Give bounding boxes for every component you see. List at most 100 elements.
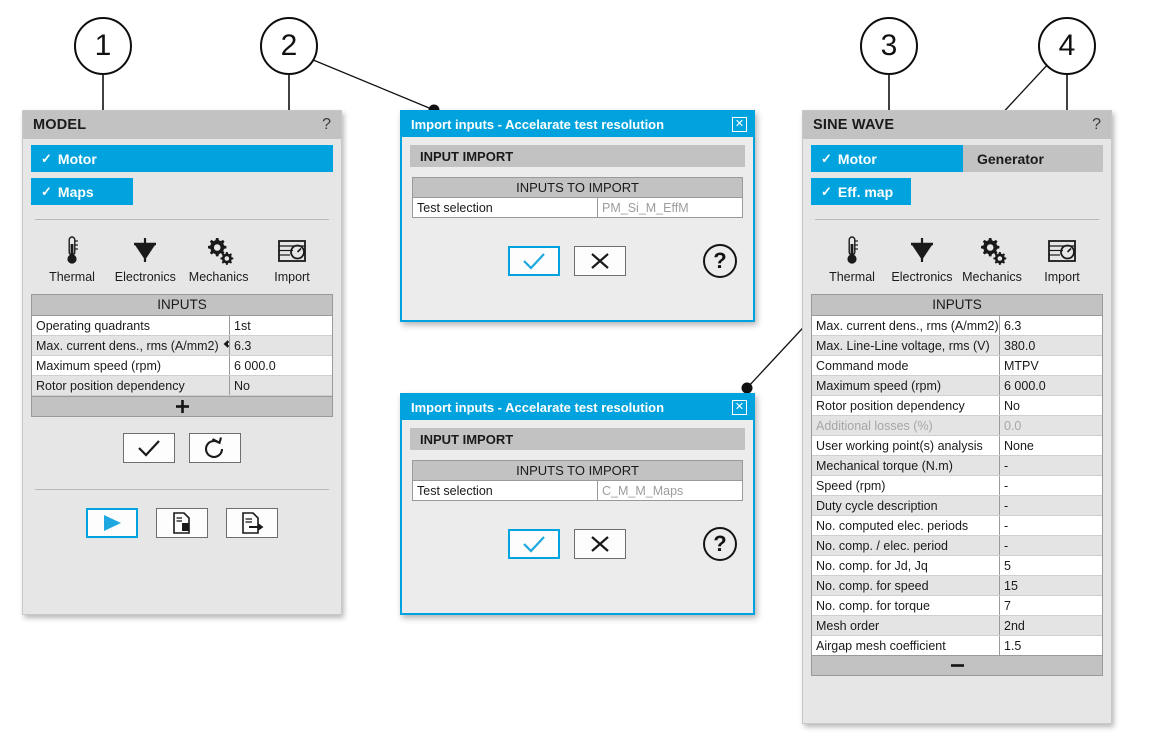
row-value[interactable]: No <box>229 376 332 395</box>
export-button[interactable] <box>226 508 278 538</box>
sidebar-item-motor[interactable]: ✓ Motor <box>811 145 963 172</box>
row-value[interactable]: 7 <box>999 596 1102 615</box>
add-row-button[interactable] <box>32 396 332 416</box>
table-row[interactable]: Mechanical torque (N.m)- <box>812 456 1102 476</box>
table-row[interactable]: Airgap mesh coefficient 1.5 <box>812 636 1102 655</box>
table-row[interactable]: Test selection C_M_M_Maps <box>413 481 742 500</box>
link-icon[interactable] <box>223 340 229 351</box>
sidebar-item-motor[interactable]: ✓ Motor <box>31 145 333 172</box>
help-icon[interactable]: ? <box>1092 116 1101 133</box>
row-label: Airgap mesh coefficient <box>816 638 946 653</box>
sidebar-item-eff-map[interactable]: ✓ Eff. map <box>811 178 911 205</box>
dialog-2-section-header: INPUT IMPORT <box>410 428 745 450</box>
dialog-2-ok-button[interactable] <box>508 529 560 559</box>
table-row[interactable]: Maximum speed (rpm)6 000.0 <box>812 376 1102 396</box>
dialog-1-help-button[interactable]: ? <box>703 244 737 278</box>
validate-button[interactable] <box>123 433 175 463</box>
help-icon[interactable]: ? <box>322 116 331 133</box>
dialog-2-help-button[interactable]: ? <box>703 527 737 561</box>
toolbar-item-thermal[interactable]: Thermal <box>817 234 887 284</box>
gears-icon <box>204 234 234 266</box>
close-icon <box>591 536 609 552</box>
reset-icon <box>204 437 224 458</box>
close-icon <box>591 253 609 269</box>
callout-4-number: 4 <box>1058 29 1076 62</box>
close-icon[interactable]: ✕ <box>732 400 747 415</box>
row-value[interactable]: 2nd <box>999 616 1102 635</box>
check-icon: ✓ <box>41 150 52 166</box>
dialog-1-ok-button[interactable] <box>508 246 560 276</box>
collapse-row-button[interactable] <box>812 655 1102 675</box>
dialog-2-cancel-button[interactable] <box>574 529 626 559</box>
row-value[interactable]: MTPV <box>999 356 1102 375</box>
table-row[interactable]: Max. current dens., rms (A/mm2)6.3 <box>812 316 1102 336</box>
row-value[interactable]: - <box>999 496 1102 515</box>
row-value[interactable]: - <box>999 516 1102 535</box>
row-label: Duty cycle description <box>816 498 938 513</box>
row-value[interactable]: 380.0 <box>999 336 1102 355</box>
row-value[interactable]: 6.3 <box>229 336 332 355</box>
row-value[interactable]: No <box>999 396 1102 415</box>
row-value[interactable]: None <box>999 436 1102 455</box>
row-label: Mesh order <box>816 618 880 633</box>
divider <box>815 219 1099 220</box>
toolbar-item-thermal[interactable]: Thermal <box>37 234 107 284</box>
table-row[interactable]: Operating quadrants 1st <box>32 316 332 336</box>
sidebar-item-maps[interactable]: ✓ Maps <box>31 178 133 205</box>
toolbar-item-import[interactable]: Import <box>1027 234 1097 284</box>
sidebar-item-generator[interactable]: Generator <box>963 145 1103 172</box>
row-value[interactable]: C_M_M_Maps <box>597 481 742 500</box>
table-row[interactable]: Rotor position dependency No <box>32 376 332 396</box>
sidebar-item-generator-label: Generator <box>977 150 1044 167</box>
toolbar-item-import[interactable]: Import <box>257 234 327 284</box>
toolbar-item-mechanics[interactable]: Mechanics <box>957 234 1027 284</box>
toolbar-item-mechanics[interactable]: Mechanics <box>184 234 254 284</box>
dialog-1-cancel-button[interactable] <box>574 246 626 276</box>
row-value[interactable]: - <box>999 456 1102 475</box>
row-value[interactable]: 6 000.0 <box>229 356 332 375</box>
row-value[interactable]: - <box>999 476 1102 495</box>
row-value[interactable]: 6 000.0 <box>999 376 1102 395</box>
table-row[interactable]: Maximum speed (rpm) 6 000.0 <box>32 356 332 376</box>
sine-selector-row-2: ✓ Eff. map <box>811 178 1103 205</box>
table-row[interactable]: Mesh order 2nd <box>812 616 1102 636</box>
row-value[interactable]: 1.5 <box>999 636 1102 655</box>
play-icon <box>104 515 121 531</box>
table-row[interactable]: Speed (rpm)- <box>812 476 1102 496</box>
row-value[interactable]: 5 <box>999 556 1102 575</box>
report-button[interactable] <box>156 508 208 538</box>
table-row[interactable]: Max. Line-Line voltage, rms (V)380.0 <box>812 336 1102 356</box>
import-gauge-icon <box>277 234 307 266</box>
sine-wave-panel: SINE WAVE ? ✓ Motor Generator ✓ Eff. map <box>802 110 1112 724</box>
row-value[interactable]: 15 <box>999 576 1102 595</box>
table-row[interactable]: No. computed elec. periods- <box>812 516 1102 536</box>
row-value[interactable]: 1st <box>229 316 332 335</box>
table-row[interactable]: No. comp. / elec. period- <box>812 536 1102 556</box>
check-icon: ✓ <box>821 150 832 166</box>
dialog-2-title: Import inputs - Accelarate test resoluti… <box>411 400 665 415</box>
toolbar-item-import-label: Import <box>274 270 310 284</box>
model-validate-row <box>23 433 341 463</box>
table-row[interactable]: Test selection PM_Si_M_EffM <box>413 198 742 217</box>
reset-button[interactable] <box>189 433 241 463</box>
dialog-1-buttons: ? <box>402 244 753 278</box>
callout-3: 3 <box>860 17 918 75</box>
import-inputs-dialog-2: Import inputs - Accelarate test resoluti… <box>400 393 755 615</box>
solve-button[interactable] <box>86 508 138 538</box>
table-row[interactable]: Duty cycle description - <box>812 496 1102 516</box>
toolbar-item-electronics-label: Electronics <box>891 270 953 284</box>
table-row[interactable]: Max. current dens., rms (A/mm2) 6.3 <box>32 336 332 356</box>
row-value[interactable]: 6.3 <box>999 316 1102 335</box>
row-value[interactable]: PM_Si_M_EffM <box>597 198 742 217</box>
toolbar-item-electronics[interactable]: Electronics <box>110 234 180 284</box>
row-value[interactable]: - <box>999 536 1102 555</box>
toolbar-item-electronics[interactable]: Electronics <box>887 234 957 284</box>
close-icon[interactable]: ✕ <box>732 117 747 132</box>
